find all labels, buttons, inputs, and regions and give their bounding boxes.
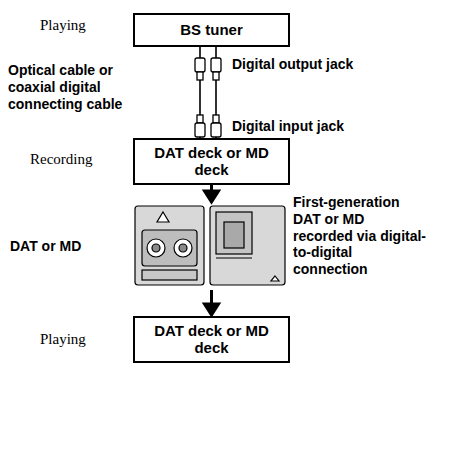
stage-label: Recording bbox=[30, 150, 125, 168]
jack-label: Digital output jack bbox=[232, 56, 432, 73]
md-disc bbox=[210, 206, 285, 285]
stage-label: Playing bbox=[40, 330, 125, 348]
dat-cassette bbox=[135, 206, 204, 285]
cable-label: Optical cable or coaxial digital connect… bbox=[8, 62, 148, 112]
deck-box: DAT deck or MD deck bbox=[133, 316, 290, 363]
deck-box: DAT deck or MD deck bbox=[133, 138, 290, 185]
stage-label: Playing bbox=[40, 16, 125, 34]
box-text: BS tuner bbox=[180, 21, 243, 38]
box-text: DAT deck or MD deck bbox=[153, 322, 271, 357]
deck-box: BS tuner bbox=[133, 13, 290, 47]
note-label: First-generation DAT or MD recorded via … bbox=[293, 194, 428, 278]
jack-label: Digital input jack bbox=[232, 118, 432, 135]
box-text: DAT deck or MD deck bbox=[153, 144, 271, 179]
media-label: DAT or MD bbox=[10, 238, 125, 255]
cable-plugs bbox=[195, 58, 221, 137]
